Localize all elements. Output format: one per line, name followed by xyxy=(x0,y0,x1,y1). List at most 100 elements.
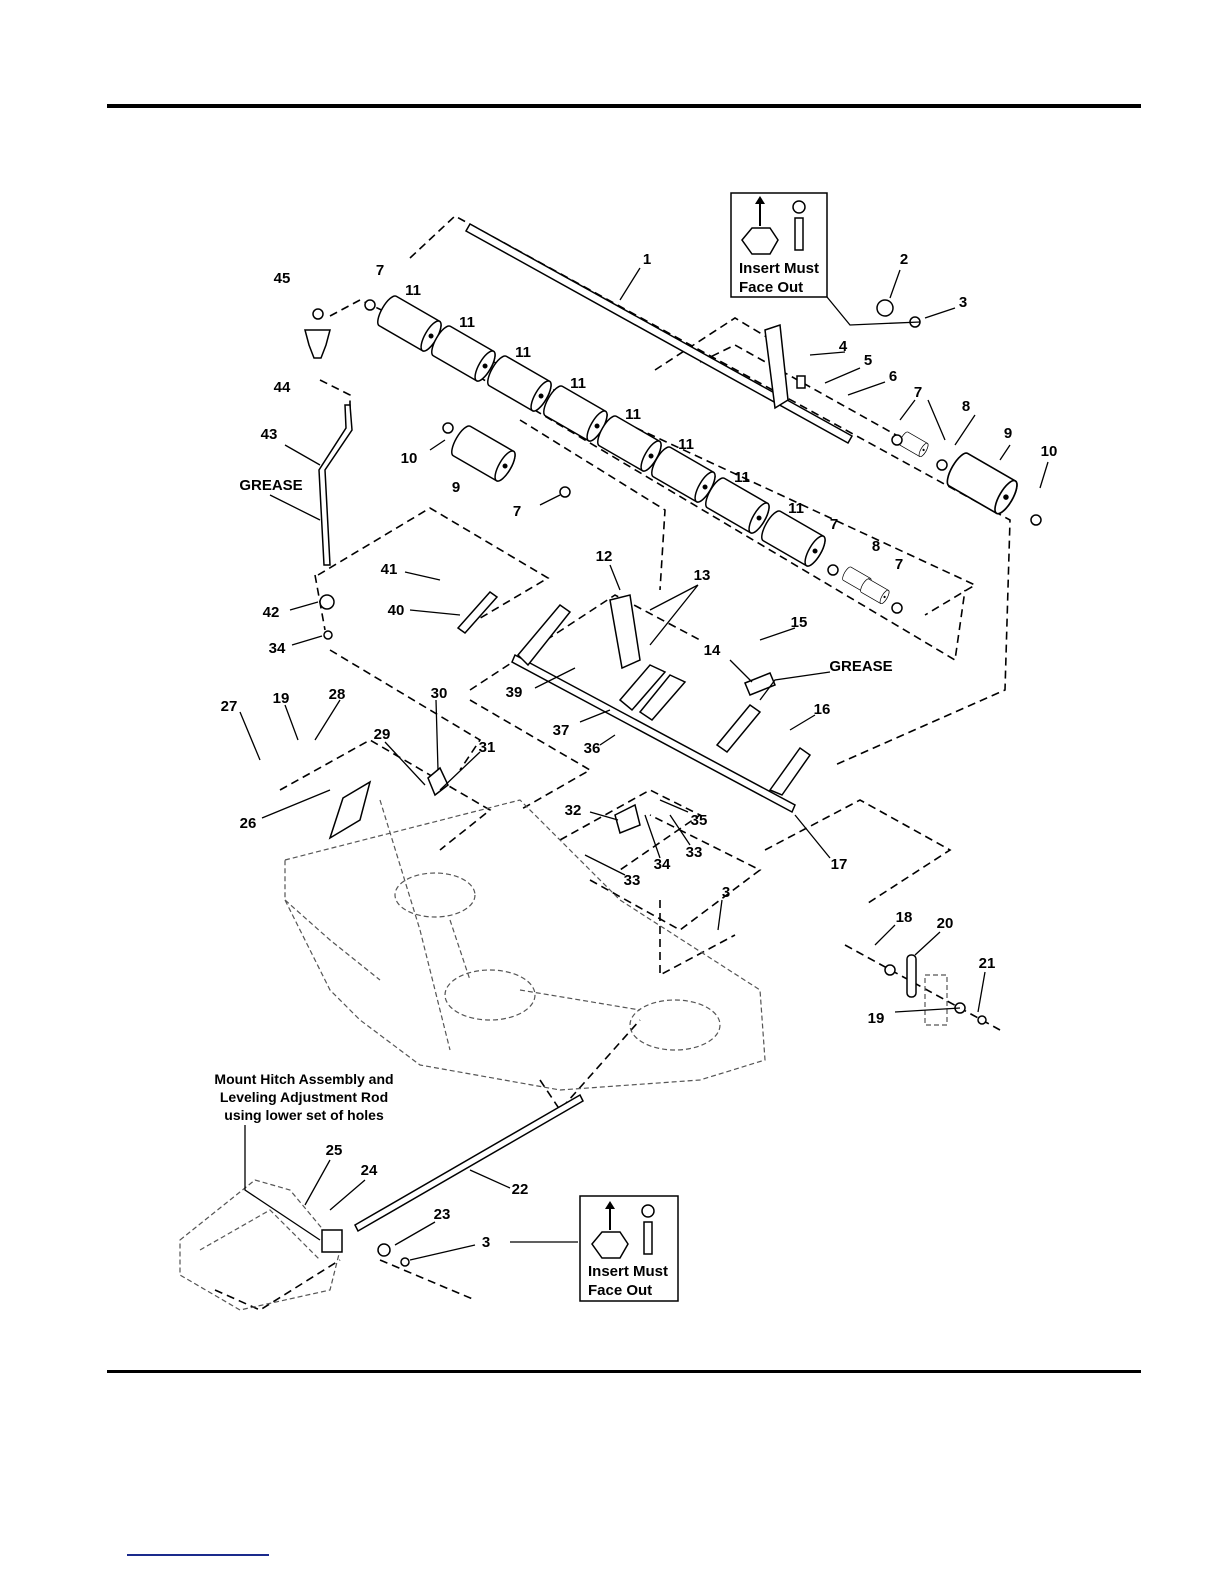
header-rule xyxy=(107,104,1141,108)
roller xyxy=(946,452,1018,515)
callout-23: 23 xyxy=(434,1206,451,1223)
callout-33: 33 xyxy=(686,844,703,861)
callout-3: 3 xyxy=(959,294,967,311)
leader-lines xyxy=(239,267,1049,1261)
callout-4: 4 xyxy=(839,338,848,355)
hitch-note-line1: Mount Hitch Assembly and xyxy=(214,1071,393,1087)
callout-20: 20 xyxy=(937,915,954,932)
callout-36: 36 xyxy=(584,740,601,757)
callout-11: 11 xyxy=(788,500,804,517)
callout-3: 3 xyxy=(482,1234,490,1251)
callout-11: 11 xyxy=(678,436,694,453)
callout-32: 32 xyxy=(565,802,582,819)
callout-28: 28 xyxy=(329,686,346,703)
washer xyxy=(559,486,571,498)
callout-43: 43 xyxy=(261,426,278,443)
roller xyxy=(543,385,608,442)
callout-14: 14 xyxy=(704,642,721,659)
callout-29: 29 xyxy=(374,726,391,743)
roller xyxy=(899,431,929,458)
shaft-part-1 xyxy=(464,222,854,445)
callout-11: 11 xyxy=(459,314,475,331)
insert-note-bottom: Insert Must Face Out xyxy=(579,1195,679,1302)
callout-7: 7 xyxy=(895,556,903,573)
callout-35: 35 xyxy=(691,812,708,829)
callout-7: 7 xyxy=(513,503,521,520)
callout-34: 34 xyxy=(654,856,671,873)
callout-11: 11 xyxy=(734,469,750,486)
roller xyxy=(487,355,552,412)
roller xyxy=(860,578,890,605)
callout-7: 7 xyxy=(914,384,922,401)
callout-19: 19 xyxy=(273,690,290,707)
lift-rod xyxy=(304,308,353,640)
callout-3: 3 xyxy=(722,884,730,901)
mower-deck-outline xyxy=(284,799,766,1091)
callout-15: 15 xyxy=(791,614,808,631)
callout-26: 26 xyxy=(240,815,257,832)
callout-11: 11 xyxy=(625,406,641,423)
roller xyxy=(451,425,516,482)
callout-6: 6 xyxy=(889,368,897,385)
washer xyxy=(442,422,454,434)
roller xyxy=(377,295,442,352)
callout-8: 8 xyxy=(872,538,880,555)
roller xyxy=(761,510,826,567)
callout-25: 25 xyxy=(326,1142,343,1159)
hitch-assembly xyxy=(179,1093,584,1311)
roller xyxy=(597,415,662,472)
callout-31: 31 xyxy=(479,739,496,756)
callout-2: 2 xyxy=(900,251,908,268)
callout-16: 16 xyxy=(814,701,831,718)
callout-21: 21 xyxy=(979,955,996,972)
callout-10: 10 xyxy=(1041,443,1058,460)
insert-note-top: Insert Must Face Out xyxy=(730,192,828,298)
grease-note: GREASE xyxy=(239,477,302,494)
callout-11: 11 xyxy=(515,344,531,361)
washer xyxy=(827,564,839,576)
callout-33: 33 xyxy=(624,872,641,889)
footer-rule xyxy=(107,1370,1141,1373)
rollers xyxy=(364,295,1042,614)
roller xyxy=(431,325,496,382)
callout-5: 5 xyxy=(864,352,872,369)
callout-1: 1 xyxy=(643,251,651,268)
insert-note-top-line1: Insert Must xyxy=(739,260,819,277)
callout-11: 11 xyxy=(570,375,586,392)
callout-17: 17 xyxy=(831,856,848,873)
washer xyxy=(364,299,376,311)
callout-12: 12 xyxy=(596,548,613,565)
callout-37: 37 xyxy=(553,722,570,739)
footer-link[interactable] xyxy=(127,1554,269,1556)
callout-27: 27 xyxy=(221,698,238,715)
insert-note-bottom-line1: Insert Must xyxy=(588,1263,668,1280)
hitch-note-line3: using lower set of holes xyxy=(224,1107,384,1123)
callout-19: 19 xyxy=(868,1010,885,1027)
callout-44: 44 xyxy=(274,379,291,396)
callout-24: 24 xyxy=(361,1162,378,1179)
callout-39: 39 xyxy=(506,684,523,701)
callout-13: 13 xyxy=(694,567,711,584)
callout-45: 45 xyxy=(274,270,291,287)
washer xyxy=(891,434,903,446)
callout-7: 7 xyxy=(376,262,384,279)
washer xyxy=(936,459,948,471)
insert-note-top-line2: Face Out xyxy=(739,279,803,296)
leveling-hardware xyxy=(884,954,987,1026)
callout-11: 11 xyxy=(405,282,421,299)
callout-41: 41 xyxy=(381,561,398,578)
hitch-note-line2: Leveling Adjustment Rod xyxy=(220,1089,388,1105)
grease-note: GREASE xyxy=(829,658,892,675)
callout-18: 18 xyxy=(896,909,913,926)
insert-note-bottom-line2: Face Out xyxy=(588,1282,652,1299)
roller xyxy=(705,477,770,534)
callout-34: 34 xyxy=(269,640,286,657)
washer xyxy=(891,602,903,614)
callout-8: 8 xyxy=(962,398,970,415)
callout-9: 9 xyxy=(452,479,460,496)
callout-30: 30 xyxy=(431,685,448,702)
callout-22: 22 xyxy=(512,1181,529,1198)
callout-42: 42 xyxy=(263,604,280,621)
